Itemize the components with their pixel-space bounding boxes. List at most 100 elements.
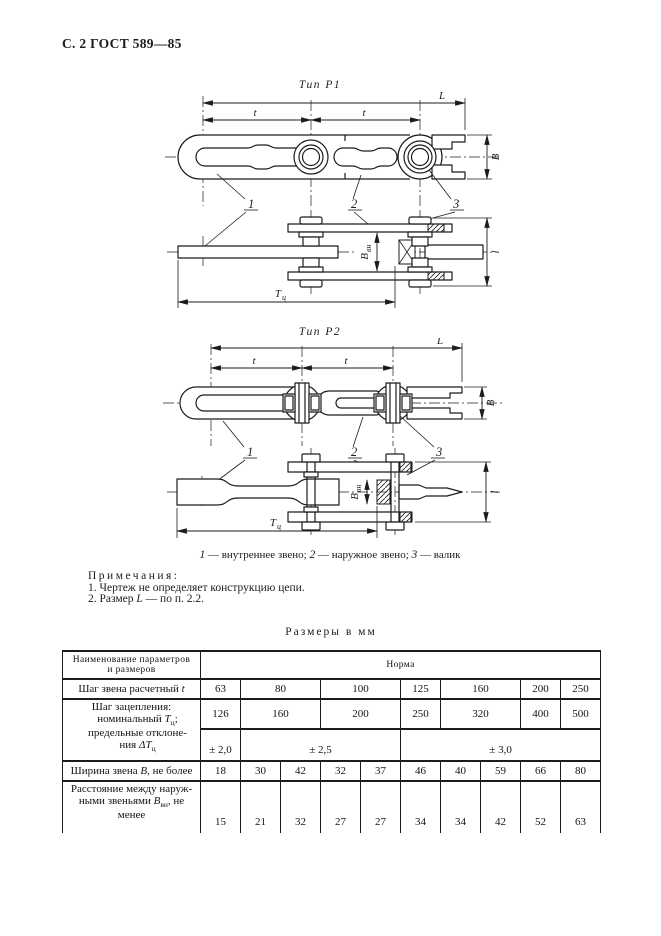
dim-label-l: l (490, 250, 502, 253)
table-cell: 63 (559, 780, 602, 833)
table-cell: 34 (440, 780, 481, 833)
table-cell: 250 (400, 698, 441, 730)
svg-text:вн: вн (354, 485, 363, 492)
table-cell: 34 (400, 780, 441, 833)
dim-label-t: t (362, 107, 366, 119)
fig-p1-drawing: L t t В 1 2 3 (165, 90, 502, 308)
svg-text:ц: ц (277, 522, 281, 531)
table-cell: 59 (480, 760, 521, 782)
row-step-t: Шаг звена расчетный t 63 80 100 125 160 … (62, 678, 602, 700)
table-cell: 21 (240, 780, 281, 833)
table-cell: 30 (240, 760, 281, 782)
table-cell: ± 2,0 (200, 728, 241, 762)
table-cell: 100 (320, 678, 401, 700)
fig-p1-top-view: L t t В (165, 90, 502, 206)
svg-text:В: В (349, 493, 361, 500)
table-cell: ± 3,0 (399, 728, 602, 762)
dim-label-L: L (436, 338, 443, 347)
callout-3: 3 (435, 445, 442, 459)
table-cell: 37 (360, 760, 401, 782)
table-cell: 63 (200, 678, 241, 700)
table-cell: 320 (440, 698, 521, 730)
dim-label-Tc: Т ц (270, 517, 281, 531)
table-cell: 27 (360, 780, 401, 833)
dim-label-t: t (344, 355, 348, 367)
fig-p2-title: Тип Р2 (298, 326, 342, 338)
table-cell: 160 (440, 678, 521, 700)
fig-p2-drawing: L t t В 1 2 3 (163, 338, 502, 538)
row-label-distance-bvn: Расстояние между наруж- ными звеньями Вв… (62, 780, 201, 833)
row-label-width-b: Ширина звена В, не более (62, 760, 201, 782)
table-cell: 46 (400, 760, 441, 782)
svg-text:В: В (359, 253, 371, 260)
note-2-symbol-L: L (136, 593, 143, 605)
notes-heading: Примечания: (88, 570, 180, 582)
table-cell: 200 (520, 678, 561, 700)
fig-p1-side-view: В вн l Т ц (167, 210, 502, 308)
caption-num-2: 2 (309, 549, 316, 561)
caption-text-2: — наружное звено; (317, 549, 409, 561)
svg-text:Т: Т (275, 288, 282, 300)
col-header-norm: Норма (199, 650, 602, 680)
table-cell: 42 (480, 780, 521, 833)
table-cell: 66 (520, 760, 561, 782)
dim-label-Tc: Т ц (275, 288, 286, 302)
fig-p2-top-view: L t t В (163, 338, 502, 446)
table-cell: 32 (280, 780, 321, 833)
table-cell: 40 (440, 760, 481, 782)
table-cell: ± 2,5 (240, 728, 401, 762)
table-cell: 27 (320, 780, 361, 833)
table-cell: 80 (240, 678, 321, 700)
note-2: 2. Размер L — по п. 2.2. (88, 593, 204, 605)
page-header: С. 2 ГОСТ 589—85 (62, 36, 182, 51)
caption-text-3: — валик (420, 549, 461, 561)
caption-text-1: — внутреннее звено; (207, 549, 307, 561)
table-cell: 400 (520, 698, 561, 730)
row-tc-nominal: Шаг зацепления: номинальный Тц; предельн… (62, 698, 602, 762)
dim-label-l: l (489, 490, 501, 493)
table-cell: 52 (520, 780, 561, 833)
fig-p1-title: Тип Р1 (298, 79, 342, 91)
table-cell: 500 (559, 698, 602, 730)
dim-label-B: В (485, 399, 497, 406)
table-cell: 126 (200, 698, 241, 730)
table-cell: 250 (559, 678, 602, 700)
row-tc-deviation: ± 2,0 ± 2,5 ± 3,0 (63, 728, 602, 762)
table-cell: 32 (320, 760, 361, 782)
dim-label-Bvn: В вн (359, 245, 373, 260)
table-cell: 160 (240, 698, 321, 730)
dim-label-t: t (252, 355, 256, 367)
callout-2: 2 (351, 445, 357, 459)
row-distance-bvn: Расстояние между наруж- ными звеньями Вв… (62, 780, 602, 833)
dim-label-t: t (253, 107, 257, 119)
callout-1: 1 (248, 197, 254, 211)
table-cell: 200 (320, 698, 401, 730)
fig-p2-side-view: В вн l Т ц (167, 448, 501, 538)
svg-text:ц: ц (282, 293, 286, 302)
table-cell: 18 (200, 760, 241, 782)
svg-text:Т: Т (270, 517, 277, 529)
callout-1: 1 (247, 445, 253, 459)
callout-2: 2 (351, 197, 357, 211)
row-label-tc: Шаг зацепления: номинальный Тц; предельн… (62, 698, 201, 762)
dim-label-B: В (490, 153, 502, 160)
figure-caption: 1 — внутреннее звено; 2 — наружное звено… (55, 549, 605, 561)
dim-label-Bvn: В вн (349, 485, 363, 500)
note-1: 1. Чертеж не определяет конструкцию цепи… (88, 581, 305, 594)
row-width-b: Ширина звена В, не более 18 30 42 32 37 … (62, 760, 602, 782)
table-cell: 80 (559, 760, 602, 782)
callout-3: 3 (452, 197, 459, 211)
table-cell: 42 (280, 760, 321, 782)
fig-p1-callouts: 1 2 3 (204, 169, 464, 247)
svg-text:вн: вн (364, 245, 373, 252)
dim-label-L: L (438, 90, 445, 102)
caption-num-3: 3 (411, 549, 418, 561)
row-label-step-t: Шаг звена расчетный t (62, 678, 201, 700)
table-cell: 15 (200, 780, 241, 833)
notes-block: Примечания: 1. Чертеж не определяет конс… (88, 570, 305, 606)
table-cell: 125 (400, 678, 441, 700)
table-units-label: Размеры в мм (285, 626, 377, 638)
caption-num-1: 1 (199, 549, 206, 561)
